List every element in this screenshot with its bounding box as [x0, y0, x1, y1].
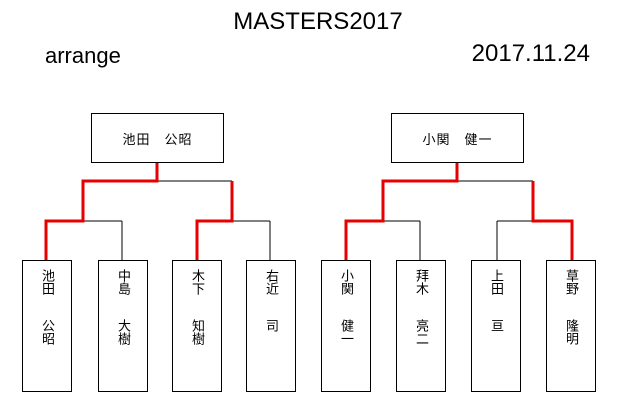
- player-surname: 拜木: [413, 269, 428, 295]
- player-surname: 草野: [563, 269, 578, 295]
- player-surname: 中島: [115, 269, 130, 295]
- winner-name-left: 池田 公昭: [122, 132, 193, 148]
- player-surname: 小関: [338, 269, 353, 295]
- player-box: 小関 健一: [321, 260, 371, 392]
- player-given-name: 司: [263, 319, 278, 332]
- player-given-name: 亮二: [413, 319, 428, 345]
- player-box: 木下 知樹: [172, 260, 222, 392]
- player-given-name: 公昭: [39, 319, 54, 345]
- player-given-name: 知樹: [189, 319, 204, 345]
- player-box: 草野 隆明: [546, 260, 596, 392]
- winner-box-right: 小関 健一: [391, 113, 524, 163]
- player-surname: 池田: [39, 269, 54, 295]
- player-box: 上田 亘: [471, 260, 521, 392]
- event-date: 2017.11.24: [471, 40, 590, 67]
- player-box: 拜木 亮二: [396, 260, 446, 392]
- winner-name-right: 小関 健一: [422, 132, 493, 148]
- player-box: 右近 司: [246, 260, 296, 392]
- player-surname: 上田: [488, 269, 503, 295]
- player-surname: 右近: [263, 269, 278, 295]
- player-box: 中島 大樹: [98, 260, 148, 392]
- player-surname: 木下: [189, 269, 204, 295]
- bracket-left-winner-path: [44, 163, 234, 260]
- bracket-right-winner-path: [344, 163, 574, 260]
- player-given-name: 隆明: [563, 319, 578, 345]
- player-given-name: 亘: [488, 319, 503, 332]
- tournament-title: MASTERS2017: [233, 8, 403, 35]
- player-box: 池田 公昭: [22, 260, 72, 392]
- player-given-name: 健一: [338, 319, 353, 345]
- player-given-name: 大樹: [115, 319, 130, 345]
- winner-box-left: 池田 公昭: [91, 113, 224, 163]
- subtitle-label: arrange: [45, 43, 121, 68]
